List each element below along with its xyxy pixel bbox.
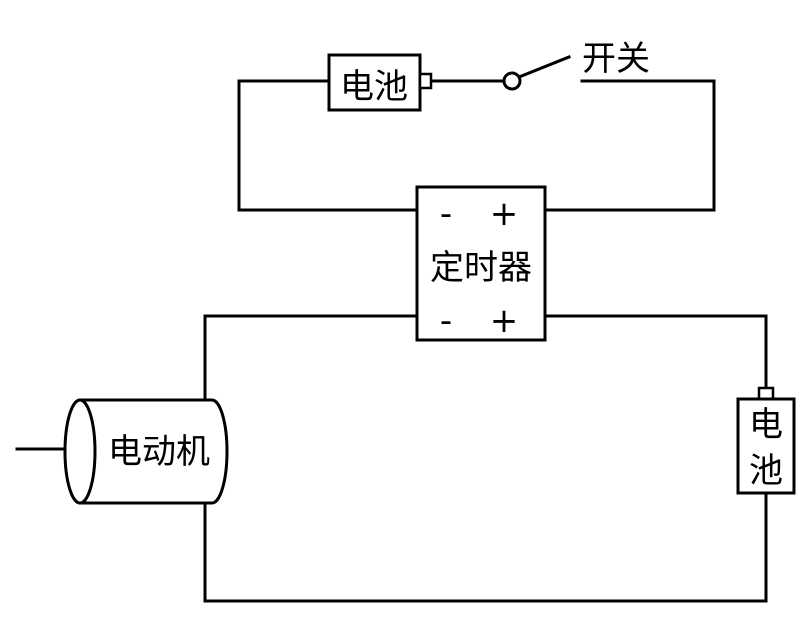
- timer-label: 定时器: [430, 248, 532, 288]
- switch: 开关: [502, 39, 650, 91]
- switch-lever: [517, 55, 571, 79]
- battery-right: 电 池: [736, 386, 796, 495]
- timer-output-plus: +: [490, 301, 519, 341]
- battery-top-label: 电池: [340, 67, 408, 107]
- battery-right-body: [736, 397, 796, 495]
- timer-input-plus: +: [490, 194, 519, 234]
- battery-right-label-top: 电: [749, 405, 783, 445]
- bottom-left-wire: [203, 314, 419, 402]
- top-circuit: 电池 开关: [237, 39, 716, 212]
- motor: 电动机: [15, 398, 229, 505]
- battery-top: 电池: [327, 53, 433, 112]
- motor-body: [78, 398, 229, 505]
- bottom-return-wire: [203, 491, 768, 603]
- top-left-wire: [237, 79, 419, 212]
- timer: - + 定时器 - +: [415, 185, 547, 342]
- top-right-wire: [543, 79, 716, 212]
- timer-input-minus: -: [440, 194, 452, 234]
- timer-output-minus: -: [440, 301, 452, 341]
- battery-right-label-bottom: 池: [749, 451, 783, 491]
- motor-end-cap: [63, 398, 97, 505]
- battery-right-terminal: [757, 386, 775, 401]
- bottom-right-wire: [543, 314, 768, 390]
- switch-pivot: [502, 71, 522, 91]
- bottom-circuit: 电动机 电 池: [15, 314, 796, 603]
- timer-body: [415, 185, 547, 342]
- motor-label: 电动机: [108, 432, 210, 472]
- switch-label: 开关: [582, 39, 650, 79]
- battery-top-terminal: [418, 72, 433, 90]
